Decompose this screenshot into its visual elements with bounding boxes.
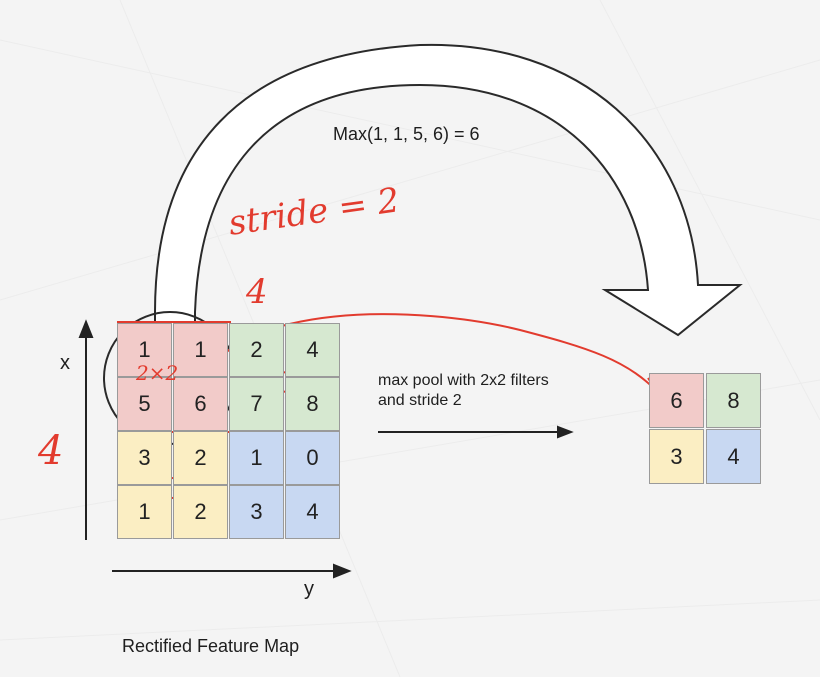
- feature-cell: 4: [285, 485, 340, 539]
- pooled-cell: 4: [706, 429, 761, 484]
- x-axis-label: x: [60, 352, 70, 374]
- feature-cell: 7: [229, 377, 284, 431]
- operation-arrow: [378, 425, 574, 439]
- pooled-cell: 3: [649, 429, 704, 484]
- width-annotation: 4: [246, 272, 268, 312]
- feature-map-title: Rectified Feature Map: [122, 636, 300, 656]
- height-annotation: 4: [38, 428, 64, 474]
- big-curved-arrow: [154, 43, 743, 337]
- pooled-cell: 6: [649, 373, 704, 428]
- feature-cell: 8: [285, 377, 340, 431]
- feature-cell: 6: [173, 377, 228, 431]
- pooled-cell: 8: [706, 373, 761, 428]
- feature-cell: 2: [173, 431, 228, 485]
- feature-cell: 3: [229, 485, 284, 539]
- feature-cell: 2: [173, 485, 228, 539]
- feature-cell: 5: [117, 377, 172, 431]
- feature-cell: 3: [117, 431, 172, 485]
- max-formula: Max(1, 1, 5, 6) = 6: [333, 124, 480, 144]
- feature-cell: 1: [173, 323, 228, 377]
- feature-cell: 1: [229, 431, 284, 485]
- feature-cell: 4: [285, 323, 340, 377]
- y-axis-label: y: [304, 578, 314, 600]
- filter-size-annotation: 2×2: [136, 361, 179, 385]
- feature-cell: 1: [117, 485, 172, 539]
- feature-cell: 0: [285, 431, 340, 485]
- x-axis-arrow: [78, 319, 94, 540]
- feature-cell: 1: [117, 323, 172, 377]
- operation-label: max pool with 2x2 filters and stride 2: [378, 372, 549, 409]
- y-axis-arrow: [112, 563, 352, 579]
- feature-cell: 2: [229, 323, 284, 377]
